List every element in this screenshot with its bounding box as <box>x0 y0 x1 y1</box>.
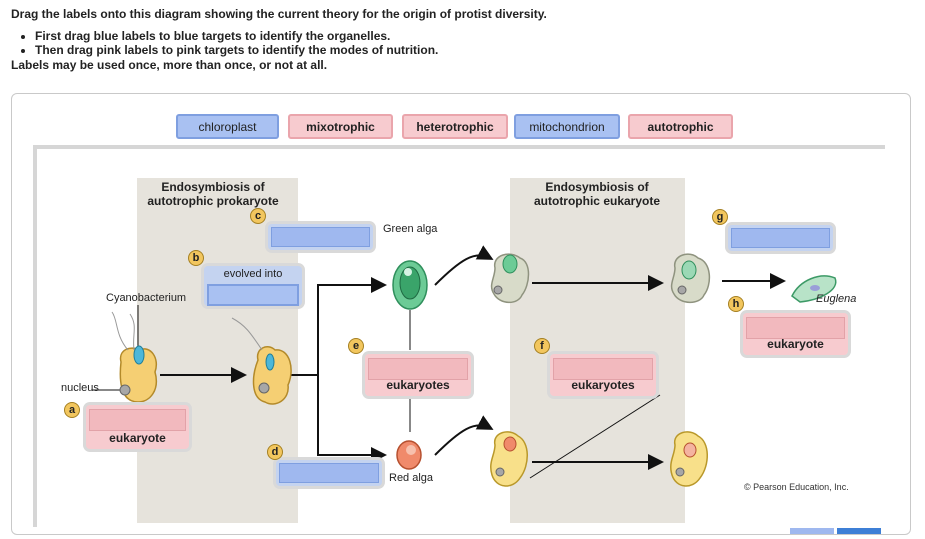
heading-eukaryote: Endosymbiosis of autotrophic eukaryote <box>533 180 661 208</box>
arrow-green-to-host <box>434 245 494 286</box>
label-evolved-into: evolved into <box>223 268 283 280</box>
arrow-to-green-alga <box>317 277 387 375</box>
instruction-line-2: Labels may be used once, more than once,… <box>11 58 328 72</box>
label-heterotrophic[interactable]: heterotrophic <box>402 114 508 139</box>
page-buttons <box>790 521 885 534</box>
target-f-box: eukaryotes <box>550 354 656 396</box>
target-g[interactable] <box>731 228 830 248</box>
target-g-box <box>728 225 833 251</box>
instructions: Drag the labels onto this diagram showin… <box>11 6 547 74</box>
text-eukaryotes-f: eukaryotes <box>571 378 635 392</box>
marker-d: d <box>267 444 283 460</box>
pearson-credit: © Pearson Education, Inc. <box>744 482 849 492</box>
label-euglena: Euglena <box>816 293 857 305</box>
arrow-red-to-host <box>434 415 494 456</box>
marker-f: f <box>534 338 550 354</box>
label-chloroplast[interactable]: chloroplast <box>176 114 279 139</box>
target-c[interactable] <box>271 227 370 247</box>
green-lineage-cell <box>670 253 711 304</box>
target-a-box: eukaryote <box>86 405 189 449</box>
heading-prokaryote: Endosymbiosis of autotrophic prokaryote <box>147 180 279 208</box>
reset-button[interactable] <box>790 528 834 534</box>
red-host-cell <box>490 431 528 487</box>
instruction-bullet-2: Then drag pink labels to pink targets to… <box>35 43 547 57</box>
text-eukaryote-a: eukaryote <box>109 431 166 445</box>
target-b[interactable] <box>207 284 299 306</box>
red-alga-cell <box>396 440 422 470</box>
label-red-alga: Red alga <box>389 472 434 484</box>
arrow-to-red-alga <box>317 375 387 463</box>
target-a[interactable] <box>89 409 186 431</box>
green-alga-cell <box>392 260 428 310</box>
marker-e: e <box>348 338 364 354</box>
label-cyanobacterium: Cyanobacterium <box>106 292 187 304</box>
target-e-box: eukaryotes <box>365 354 471 396</box>
marker-c: c <box>250 208 266 224</box>
text-eukaryote-h: eukaryote <box>767 337 824 351</box>
marker-b: b <box>188 250 204 266</box>
target-d[interactable] <box>279 463 379 483</box>
euglena-cell <box>791 275 837 303</box>
label-nucleus: nucleus <box>61 382 99 394</box>
prokaryote-host-cell <box>111 311 157 403</box>
target-h[interactable] <box>746 317 845 339</box>
text-eukaryotes-e: eukaryotes <box>386 378 450 392</box>
instruction-line-1: Drag the labels onto this diagram showin… <box>11 7 547 21</box>
target-h-box: eukaryote <box>743 313 848 355</box>
label-mixotrophic[interactable]: mixotrophic <box>288 114 393 139</box>
diagram-art <box>92 245 837 487</box>
eukaryote-cell-1 <box>231 317 292 405</box>
target-f[interactable] <box>553 358 653 380</box>
label-green-alga: Green alga <box>383 223 438 235</box>
label-mitochondrion[interactable]: mitochondrion <box>514 114 620 139</box>
target-d-box <box>276 460 382 486</box>
marker-g: g <box>712 209 728 225</box>
marker-h: h <box>728 296 744 312</box>
leader-f <box>529 394 661 479</box>
target-e[interactable] <box>368 358 468 380</box>
instruction-bullet-1: First drag blue labels to blue targets t… <box>35 29 547 43</box>
marker-a: a <box>64 402 80 418</box>
label-autotrophic[interactable]: autotrophic <box>628 114 733 139</box>
target-b-box: evolved into <box>204 266 302 306</box>
red-lineage-cell <box>670 431 708 487</box>
help-button[interactable] <box>837 528 881 534</box>
green-host-cell <box>490 253 530 304</box>
target-c-box <box>268 224 373 250</box>
